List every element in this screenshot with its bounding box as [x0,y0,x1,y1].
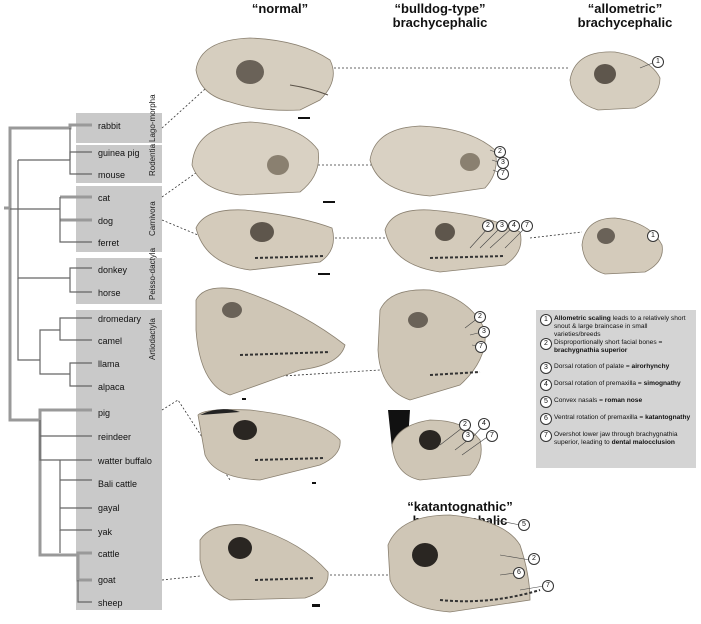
taxon-cattle: cattle [98,549,120,559]
taxon-rabbit: rabbit [98,121,121,131]
skull-goat-katantognathic [387,514,541,613]
group-box-rodentia [76,145,162,183]
skull-cat-bulldog [369,125,497,197]
header-allometric: “allometric”brachycephalic [577,1,673,30]
taxon-reindeer: reindeer [98,432,132,442]
legend-number: 1 [540,314,552,326]
taxon-camel: camel [98,336,123,346]
skull-cat-normal [191,121,335,203]
callout-dog-bulldog-2: 2 [482,220,494,232]
callout-rabbit-allometric-1: 1 [652,56,664,68]
group-box-lagomorpha [76,113,162,143]
skull-cattle-normal [197,409,341,484]
callout-dog-bulldog-7: 7 [521,220,533,232]
skull-goat-normal [199,524,329,607]
group-box-perissodactyla [76,258,162,304]
skull-dog-allometric [581,217,663,275]
header-bulldog: “bulldog-type”brachycephalic [392,1,488,30]
callout-goat-kat-2: 2 [528,553,540,565]
callout-pig-bulldog-2: 2 [474,311,486,323]
callout-cattle-bulldog-7: 7 [486,430,498,442]
legend-box: 1 Allometric scaling leads to a relative… [536,310,696,468]
taxon-pig: pig [98,408,111,418]
callout-goat-kat-7: 7 [542,580,554,592]
skull-dog-normal [195,209,334,275]
taxon-dog: dog [98,216,114,226]
callout-dog-allometric-1: 1 [647,230,659,242]
phylogenetic-tree [4,123,92,603]
skull-rabbit-allometric [569,51,661,111]
callout-cattle-bulldog-3: 3 [462,430,474,442]
legend-number: 4 [540,379,552,391]
taxon-ferret: ferret [98,238,120,248]
callout-goat-kat-6: 6 [513,567,525,579]
skull-pig-normal [195,287,346,400]
skull-pig-bulldog [377,289,486,401]
taxon-bali-cattle: Bali cattle [98,479,138,489]
taxon-water-buffalo: watter buffalo [98,456,152,466]
callout-pig-bulldog-7: 7 [475,341,487,353]
legend-number: 2 [540,338,552,350]
legend-number: 5 [540,396,552,408]
callout-dog-bulldog-4: 4 [508,220,520,232]
taxon-mouse: mouse [98,170,126,180]
taxon-horse: horse [98,288,121,298]
taxon-sheep: sheep [98,598,123,608]
taxon-goat: goat [98,575,116,585]
callout-cat-bulldog-7: 7 [497,168,509,180]
callout-cattle-bulldog-4: 4 [478,418,490,430]
callout-dog-bulldog-3: 3 [496,220,508,232]
callout-pig-bulldog-3: 3 [478,326,490,338]
skull-cattle-bulldog [388,410,482,481]
taxon-yak: yak [98,527,113,537]
taxon-dromedary: dromedary [98,314,142,324]
taxon-guinea-pig: guinea pig [98,148,140,158]
legend-number: 3 [540,362,552,374]
legend-number: 6 [540,413,552,425]
taxon-cat: cat [98,193,111,203]
callout-goat-kat-5: 5 [518,519,530,531]
taxon-donkey: donkey [98,265,128,275]
taxon-llama: llama [98,359,120,369]
header-normal: “normal” [251,1,309,16]
skull-rabbit-normal [195,37,334,119]
taxon-gayal: gayal [98,503,120,513]
taxon-alpaca: alpaca [98,382,125,392]
legend-number: 7 [540,430,552,442]
